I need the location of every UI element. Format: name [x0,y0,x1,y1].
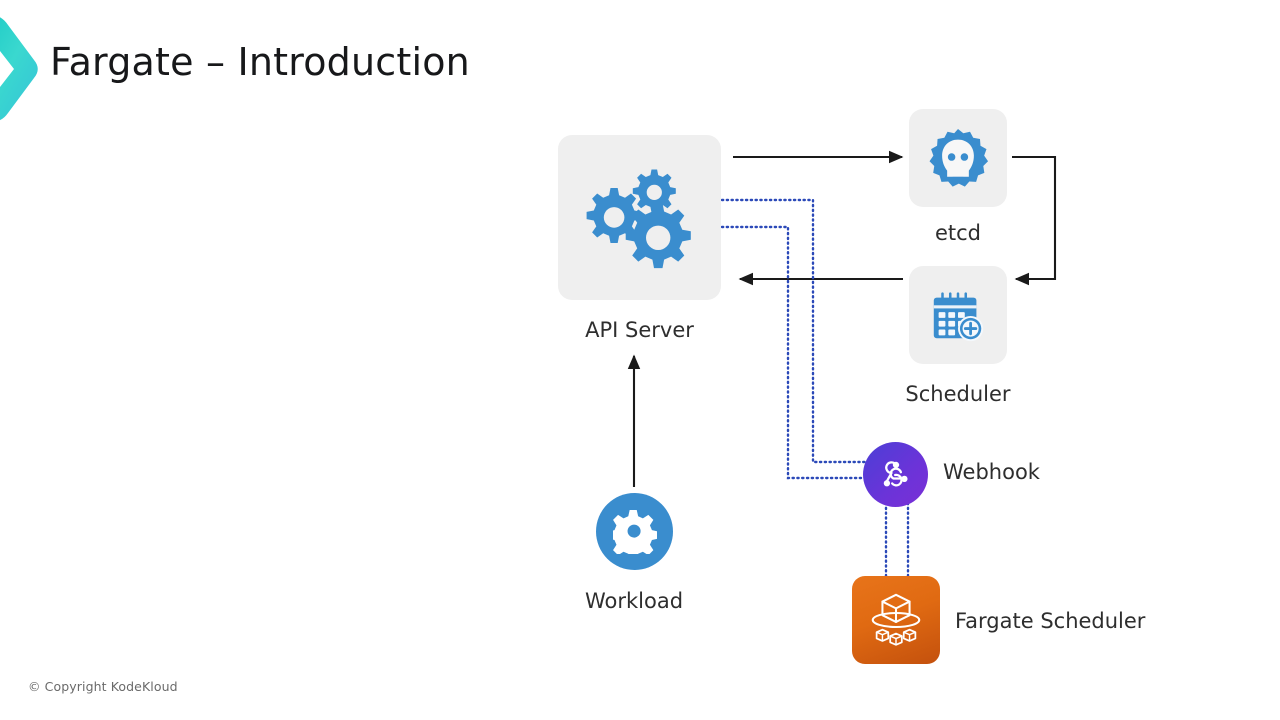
node-label-webhook: Webhook [943,460,1040,484]
page-title: Fargate – Introduction [50,40,470,84]
node-label-workload: Workload [584,589,684,613]
node-label-scheduler: Scheduler [905,382,1011,406]
connector-api-to-webhook-outer [720,198,882,464]
node-webhook[interactable] [863,442,928,507]
node-workload[interactable] [596,493,673,570]
node-etcd[interactable] [909,109,1007,207]
node-label-fargate-scheduler: Fargate Scheduler [955,609,1146,633]
aws-fargate-icon [871,593,921,646]
etcd-logo-icon [929,128,989,187]
connector-api-to-webhook-inner [720,225,882,480]
gear-circle-icon [612,509,657,554]
node-scheduler[interactable] [909,266,1007,364]
node-label-etcd: etcd [934,221,982,245]
node-api-server[interactable] [558,135,721,300]
node-fargate-scheduler[interactable] [852,576,940,664]
gears-icon [586,169,691,268]
node-label-api-server: API Server [585,318,694,342]
webhook-logo-icon [883,460,908,486]
connector-etcd-to-scheduler [1012,155,1057,286]
footer-copyright: © Copyright KodeKloud [28,679,178,694]
calendar-add-icon [933,292,984,342]
chevron-logo-icon [0,17,38,121]
